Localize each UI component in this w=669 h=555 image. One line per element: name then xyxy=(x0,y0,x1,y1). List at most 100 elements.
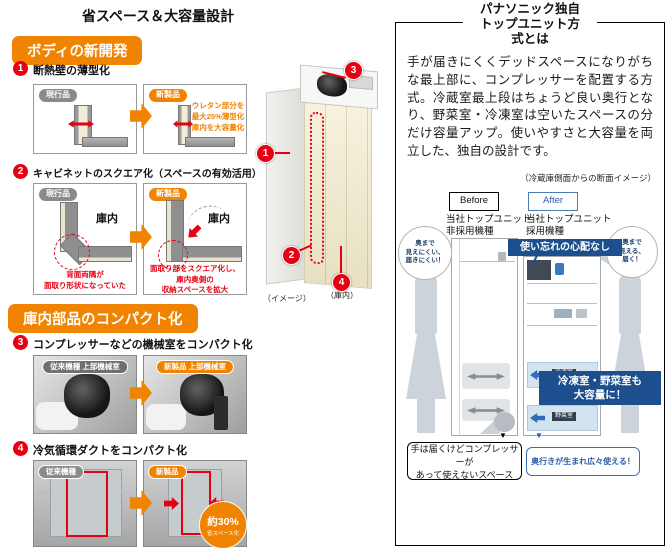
compact-duct-shape xyxy=(214,396,228,430)
item3-number: 3 xyxy=(13,335,28,350)
drawer xyxy=(462,363,510,389)
duct-outline xyxy=(66,471,108,537)
expand-arrow-icon xyxy=(530,413,545,423)
caption-interior: （庫内） xyxy=(326,291,358,300)
top-shelf-line xyxy=(460,261,515,262)
after-callout: 奥行きが生まれ広々使える！ xyxy=(526,447,640,476)
item3-current-label: 従来機種 上部機械室 xyxy=(42,360,128,375)
cabinet-shape xyxy=(146,404,186,430)
before-sub-label: 当社トップユニット 非採用機種 xyxy=(446,214,532,238)
duct-dotted-outline xyxy=(310,111,324,265)
callout-line xyxy=(270,152,290,154)
fridge-illustration: 3 1 2 4 （イメージ） （庫内） xyxy=(256,60,390,308)
item1-new-label: 新製品 xyxy=(149,89,187,102)
wall-cross-section xyxy=(185,137,235,147)
silhouette-legs xyxy=(417,397,435,433)
after-label: After xyxy=(528,192,578,211)
after-bubble: 奥まで 見える、 届く！ xyxy=(606,226,658,278)
reached-item xyxy=(555,263,564,275)
item1-current-box: 現行品 xyxy=(33,84,137,154)
cabinet-corner xyxy=(182,246,242,262)
shelf-item xyxy=(554,309,572,318)
depth-arrow-icon xyxy=(467,373,505,380)
section-badge-body: ボディの新開発 xyxy=(12,36,143,65)
highlight-circle-icon xyxy=(54,234,90,270)
before-label: Before xyxy=(449,192,499,211)
person-silhouette-right xyxy=(595,251,658,433)
item1-current-label: 現行品 xyxy=(39,89,77,102)
item2-new-box: 新製品 庫内 面取り部をスクエア化し、 庫内奥側の 収納スペースを拡大 xyxy=(143,183,247,295)
section-badge-compact: 庫内部品のコンパクト化 xyxy=(8,304,198,333)
saving-label: 省スペース化 xyxy=(206,530,240,537)
shelf-edge xyxy=(120,491,132,494)
callout-line xyxy=(340,246,342,274)
callout-3: 3 xyxy=(344,61,363,80)
callout-1: 1 xyxy=(256,144,275,163)
page-title: 省スペース＆大容量設計 xyxy=(81,8,235,24)
depth-arrow-icon xyxy=(467,407,505,414)
item4-current-label: 従来機種 xyxy=(38,465,84,480)
item3-new-label: 新製品 上部機械室 xyxy=(155,360,235,375)
silhouette-body xyxy=(415,274,437,334)
caption-image: （イメージ） xyxy=(263,294,311,303)
item4-current-photo: 従来機種 xyxy=(33,460,137,547)
item2-current-box: 現行品 庫内 背面両隅が 面取り形状になっていた xyxy=(33,183,137,295)
item3-title: コンプレッサーなどの機械室をコンパクト化 xyxy=(33,339,253,351)
item2-new-label: 新製品 xyxy=(149,188,187,201)
shelf-line xyxy=(527,283,597,284)
marker-after-icon: ▼ xyxy=(535,431,543,440)
item3-current-photo: 従来機種 上部機械室 xyxy=(33,355,137,434)
silhouette-body xyxy=(619,274,641,334)
silhouette-skirt xyxy=(406,329,446,399)
person-silhouette-left xyxy=(398,251,461,433)
thickness-arrow-icon xyxy=(173,120,193,128)
after-sub-label: 当社トップユニット 採用機種 xyxy=(526,214,612,238)
veg-label: 野菜室 xyxy=(552,412,577,422)
callout-2: 2 xyxy=(282,246,301,265)
saving-value: 約30% xyxy=(207,515,239,528)
item4-new-label: 新製品 xyxy=(148,465,187,480)
before-bubble: 奥まで 見えにくい、 届きにくい！ xyxy=(398,226,452,280)
shelf-item xyxy=(576,309,587,318)
item4-number: 4 xyxy=(13,441,28,456)
fridge-back-panel xyxy=(50,469,122,537)
compressor-photo xyxy=(64,374,110,418)
shelf-item xyxy=(498,252,506,261)
panel-paragraph: 手が届きにくくデッドスペースになりがちな最上部に、コンプレッサーを配置する方式。… xyxy=(407,55,653,158)
item4-new-photo: 新製品 約30% 省スペース化 xyxy=(143,460,247,549)
highlight-circle-icon xyxy=(158,240,188,270)
callout-4: 4 xyxy=(332,273,351,292)
item1-new-box: 新製品 ウレタン部分を 最大25%薄型化 庫内を大容量化 xyxy=(143,84,247,154)
top-unit-compressor xyxy=(527,260,551,280)
door-line xyxy=(459,239,460,435)
capacity-badge: 冷凍室・野菜室も 大容量に！ xyxy=(539,371,661,405)
panel-title: パナソニック独自 トップユニット方式とは xyxy=(463,2,597,47)
item4-title: 冷気循環ダクトをコンパクト化 xyxy=(33,445,187,457)
panel-caption: （冷蔵庫側面からの断面イメージ） xyxy=(520,173,656,183)
item2-title: キャビネットのスクエア化（スペースの有効活用） xyxy=(33,169,262,180)
veg-row: 野菜室 xyxy=(527,405,598,431)
after-fridge-diagram: 冷凍室 野菜室 xyxy=(523,256,601,436)
before-fridge-diagram xyxy=(451,238,518,436)
shelf-edge xyxy=(38,491,50,494)
item2-current-note: 背面両隅が 面取り形状になっていた xyxy=(43,270,127,290)
wall-cross-section xyxy=(82,137,128,147)
item1-number: 1 xyxy=(13,61,28,76)
no-forget-badge: 使い忘れの心配なし xyxy=(508,239,622,256)
marker-before-icon: ▼ xyxy=(499,431,507,440)
fridge-top-unit xyxy=(300,64,378,110)
item2-current-label: 現行品 xyxy=(39,188,77,201)
top-unit-panel: パナソニック独自 トップユニット方式とは 手が届きにくくデッドスペースになりがち… xyxy=(395,2,665,546)
shelf-line xyxy=(527,303,597,304)
thickness-arrow-icon xyxy=(68,120,94,128)
item3-new-photo: 新製品 上部機械室 xyxy=(143,355,247,434)
compressor-circle xyxy=(494,412,515,432)
item2-number: 2 xyxy=(13,164,28,179)
interior-label: 庫内 xyxy=(208,213,230,225)
saving-badge: 約30% 省スペース化 xyxy=(199,501,247,549)
shelf-line xyxy=(527,325,597,326)
before-callout: 手は届くけどコンプレッサーが あって使えないスペース xyxy=(407,442,522,480)
item2-new-note: 面取り部をスクエア化し、 庫内奥側の 収納スペースを拡大 xyxy=(150,264,240,294)
interior-label: 庫内 xyxy=(96,213,118,225)
